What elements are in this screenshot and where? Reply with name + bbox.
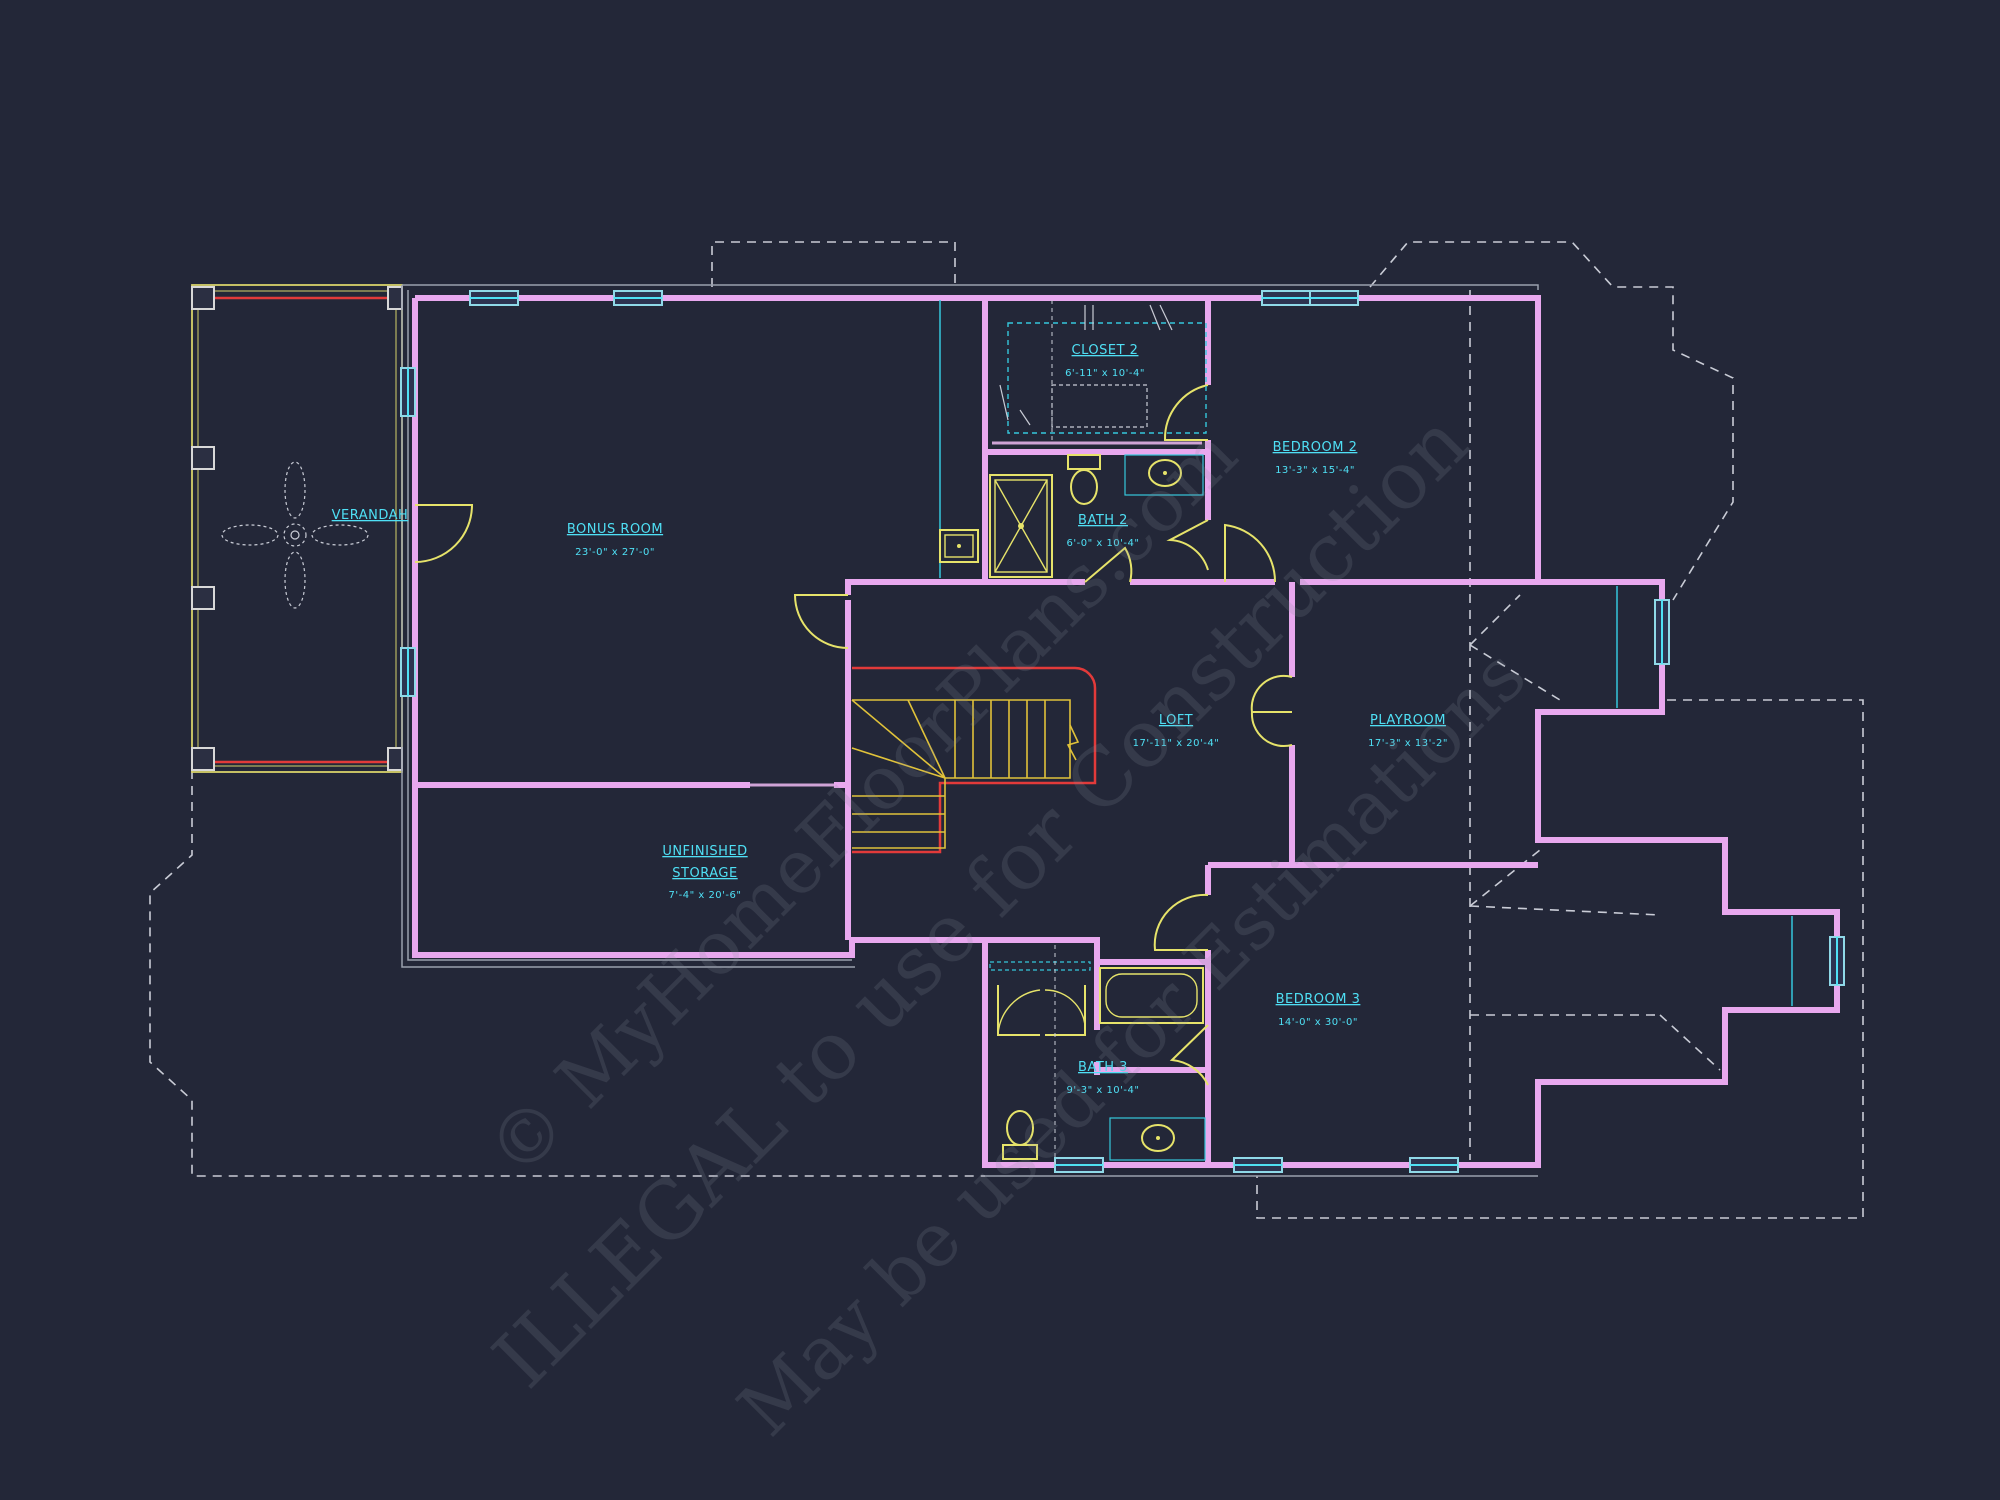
window [400,647,416,697]
closet-2-door [1163,384,1209,441]
label-loft: LOFT [1159,713,1193,728]
stair-treads [852,700,1046,833]
bedroom-3-door [1153,893,1209,951]
verandah-post [191,446,215,470]
sink-icon [1109,1117,1206,1161]
bedroom-2-door [1224,523,1277,583]
walls [412,295,1840,1168]
dim-bedroom-2: 13'-3" x 15'-4" [1275,465,1355,476]
verandah-post [387,747,403,771]
dim-closet-2: 6'-11" x 10'-4" [1065,368,1145,379]
label-bath-3: BATH 3 [1078,1060,1128,1075]
sink-icon [1124,454,1204,496]
staircase [851,666,1097,854]
dim-playroom: 17'-3" x 13'-2" [1368,738,1448,749]
label-playroom: PLAYROOM [1370,713,1446,728]
dim-bonus-room: 23'-0" x 27'-0" [575,547,655,558]
dim-loft: 17'-11" x 20'-4" [1133,738,1220,749]
label-bedroom-3: BEDROOM 3 [1276,992,1361,1007]
dim-bath-3: 9'-3" x 10'-4" [1066,1085,1139,1096]
room-labels: VERANDAH BONUS ROOM 23'-0" x 27'-0" CLOS… [332,343,1448,1096]
verandah [191,284,403,773]
roof-outline [149,241,1864,1219]
ceiling-fan-icon [221,461,369,609]
window [1233,1157,1283,1173]
verandah-post [191,286,215,310]
bath-3-door [1169,1024,1209,1086]
bathtub-icon [1099,967,1204,1024]
bath-2-entry-door [1084,546,1133,583]
bath-2-fixtures [939,454,1204,578]
label-bedroom-2: BEDROOM 2 [1273,440,1358,455]
bath-3-closet-door [997,985,1086,1036]
verandah-door [414,504,474,563]
hall-sink-icon [939,529,979,563]
verandah-post [387,286,403,310]
label-bonus-room: BONUS ROOM [567,522,663,537]
toilet-icon [1067,454,1101,505]
playroom-double-door [1250,674,1293,748]
dim-bedroom-3: 14'-0" x 30'-0" [1278,1017,1358,1028]
bath-3-fixtures [989,945,1206,1165]
window [1409,1157,1459,1173]
window [613,290,663,306]
label-unfinished-storage-line1: UNFINISHED [662,844,747,859]
dim-unfinished-storage: 7'-4" x 20'-6" [668,890,741,901]
window [1829,936,1845,986]
window [400,367,416,417]
label-bath-2: BATH 2 [1078,513,1128,528]
toilet-icon [1002,1110,1038,1160]
windows [400,290,1845,1173]
label-closet-2: CLOSET 2 [1072,343,1139,358]
bath-2-door [1166,519,1209,571]
window [1261,290,1311,306]
window [1309,290,1359,306]
window [469,290,519,306]
building-outline [401,284,1539,1177]
shower-icon [989,474,1053,578]
dim-bath-2: 6'-0" x 10'-4" [1066,538,1139,549]
window [1654,599,1670,665]
doors [414,384,1293,1086]
verandah-post [191,747,215,771]
closet-2-fixtures [999,300,1207,440]
loft-door [793,594,849,649]
label-unfinished-storage-line2: STORAGE [672,866,737,881]
verandah-post [191,586,215,610]
label-verandah: VERANDAH [332,508,409,523]
